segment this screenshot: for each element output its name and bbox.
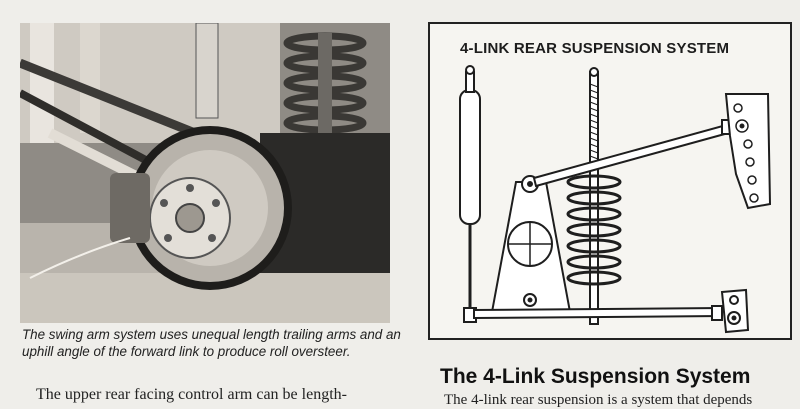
diagram-drawing [459,65,772,334]
four-link-diagram: 4-LINK REAR SUSPENSION SYSTEM [428,22,792,340]
body-text-left: The upper rear facing control arm can be… [36,386,347,403]
suspension-photo [20,23,390,323]
suspension-photo-drawing [20,23,390,323]
section-heading: The 4-Link Suspension System [440,365,751,388]
diagram-title: 4-LINK REAR SUSPENSION SYSTEM [460,40,730,57]
lower-link [473,306,723,320]
shock-absorber-top [459,89,481,225]
body-text-right: The 4-link rear suspension is a system t… [444,392,753,408]
upper-frame-bracket [724,93,772,210]
upper-link [532,122,734,188]
coil-spring [566,174,622,286]
photo-caption: The swing arm system uses unequal length… [22,327,401,359]
